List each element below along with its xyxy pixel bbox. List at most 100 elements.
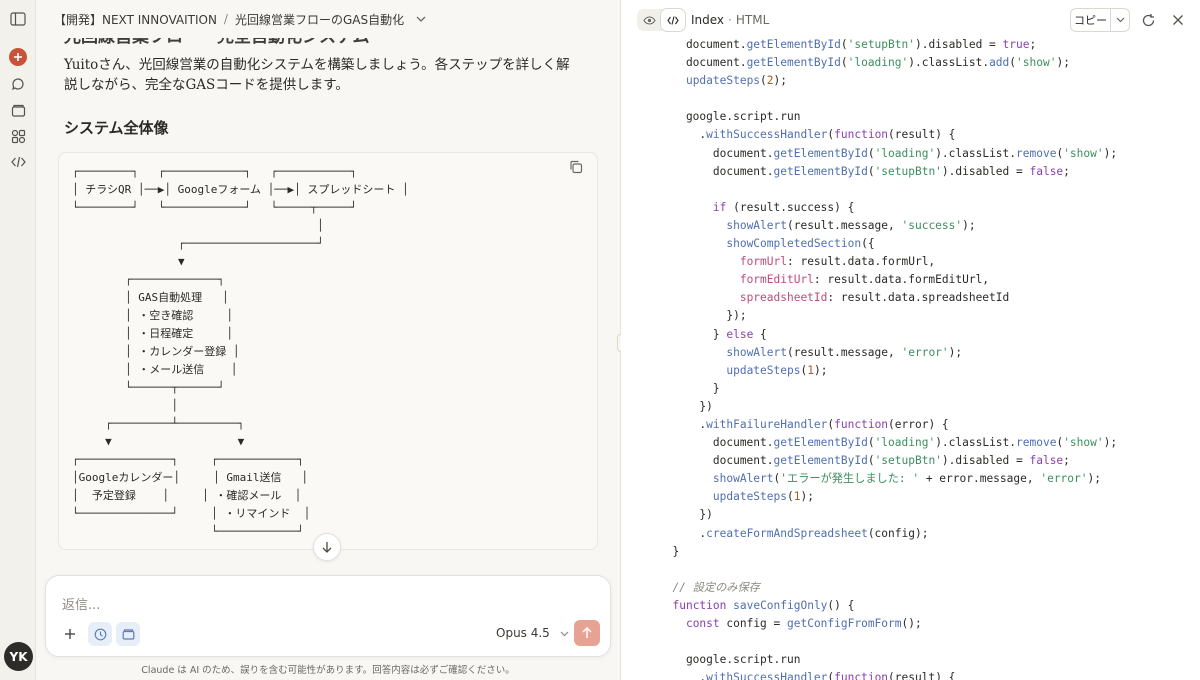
view-toggle[interactable] [637, 9, 685, 31]
diagram-line: ▼ ▼ [72, 435, 245, 448]
code-line: document.getElementById('setupBtn').disa… [659, 164, 1070, 178]
disclaimer: Claude は AI のため、誤りを含む可能性があります。回答内容は必ずご確認… [141, 665, 515, 676]
code-line: } [659, 544, 680, 558]
diagram-line: ┌──────────────┐ ┌────────────┐ [72, 453, 304, 466]
new-chat-icon[interactable] [9, 48, 27, 66]
diagram-code-block: ┌────────┐ ┌────────────┐ ┌───────────┐ │… [58, 152, 598, 550]
diagram-line: ┌─────────────┐ [72, 273, 225, 286]
code-line: showAlert('エラーが発生しました: ' + error.message… [712, 472, 1101, 486]
code-line: if (result.success) { [712, 200, 855, 214]
copy-options-chevron-icon[interactable] [1111, 9, 1129, 31]
diagram-line: │Googleカレンダー│ │ Gmail送信 │ [72, 471, 308, 484]
breadcrumb-project[interactable]: 【開発】NEXT INNOVAITION [54, 12, 217, 27]
add-icon[interactable] [58, 622, 82, 646]
chat-column: 【開発】NEXT INNOVAITION / 光回線営業フローのGAS自動化 光… [36, 0, 620, 680]
code-line: } else { [659, 327, 767, 341]
diagram-line: └──────────────┘ │ ・リマインド │ [72, 507, 311, 520]
reload-icon[interactable] [1139, 11, 1157, 29]
diagram-line: │ GAS自動処理 │ [72, 291, 229, 304]
clock-icon[interactable] [88, 622, 112, 646]
chat-header: 【開発】NEXT INNOVAITION / 光回線営業フローのGAS自動化 [36, 0, 620, 38]
model-selector[interactable]: Opus 4.5 [496, 626, 569, 640]
code-line: formEditUrl: result.data.formEditUrl, [739, 273, 990, 287]
code-line: function saveConfigOnly() { [672, 598, 855, 612]
code-line: document.getElementById('setupBtn').disa… [659, 454, 1070, 468]
code-text: document.getElementById('setupBtn').disa… [659, 36, 1117, 680]
copy-button[interactable]: コピー [1071, 9, 1111, 31]
code-line: google.script.run [659, 653, 801, 667]
code-line: } [659, 381, 720, 395]
diagram-text: ┌────────┐ ┌────────────┐ ┌───────────┐ │… [72, 163, 409, 541]
diagram-line: └──────┬──────┘ [72, 381, 225, 394]
artifacts-icon[interactable] [8, 126, 28, 146]
code-line: document.getElementById('loading').class… [659, 436, 1118, 450]
code-line: const config = getConfigFromForm(); [685, 617, 922, 630]
code-line: .withSuccessHandler(function(result) { [659, 671, 956, 680]
diagram-line: │ ・カレンダー登録 │ [72, 345, 240, 358]
section-title: システム全体像 [64, 119, 169, 137]
code-line: document.getElementById('loading').class… [659, 56, 1070, 70]
code-line: updateSteps(1); [712, 490, 814, 504]
code-line: }) [659, 399, 713, 413]
diagram-line: └────────────┘ [72, 525, 304, 538]
code-view-icon[interactable] [661, 9, 685, 31]
code-icon[interactable] [8, 152, 28, 172]
code-line: .withSuccessHandler(function(result) { [659, 128, 956, 142]
diagram-line: ┌─────────┴─────────┐ [72, 417, 245, 430]
code-line: formUrl: result.data.formUrl, [739, 255, 936, 269]
projects-icon[interactable] [8, 100, 28, 120]
response-heading: 光回線営業フロー 完全自動化システム [64, 38, 370, 47]
artifact-header: Index·HTML コピー [621, 0, 1200, 40]
code-line: }) [659, 508, 713, 522]
code-line: }); [659, 309, 747, 323]
code-line: // 設定のみ保存 [672, 580, 760, 594]
arrow-down-icon [322, 542, 332, 553]
artifact-name: Index [691, 13, 725, 27]
code-line: spreadsheetId: result.data.spreadsheetId [739, 291, 1010, 305]
arrow-up-icon [582, 627, 592, 638]
code-line: updateSteps(2); [685, 74, 788, 88]
code-line: showAlert(result.message, 'success'); [726, 218, 976, 232]
diagram-line: └────────┘ └────────────┘ └─────┬─────┘ [72, 201, 357, 214]
artifact-panel: Index·HTML コピー document.getElementById('… [621, 0, 1200, 680]
code-view[interactable]: document.getElementById('setupBtn').disa… [621, 36, 1200, 680]
scroll-down-button[interactable] [313, 533, 341, 561]
copy-button-group: コピー [1070, 8, 1130, 32]
project-box-icon[interactable] [116, 622, 140, 646]
copy-icon[interactable] [569, 159, 585, 175]
intro-paragraph: Yuitoさん、光回線営業の自動化システムを構築しましょう。各ステップを詳しく解… [64, 57, 570, 93]
avatar[interactable]: YK [4, 642, 33, 671]
code-line: google.script.run [659, 110, 801, 124]
model-label: Opus 4.5 [496, 626, 550, 640]
code-line: updateSteps(1); [726, 363, 828, 377]
diagram-line: ┌────────┐ ┌────────────┐ ┌───────────┐ [72, 165, 357, 178]
code-line [659, 561, 1117, 579]
diagram-line: │ ・日程確定 │ [72, 327, 233, 340]
chats-icon[interactable] [8, 74, 28, 94]
chevron-down-icon[interactable] [416, 14, 426, 25]
reply-composer[interactable]: 返信... Opus 4.5 [45, 575, 611, 657]
diagram-line: ┌────────────────────┘ [72, 237, 324, 250]
chevron-down-icon [560, 630, 569, 640]
diagram-line: │ ・空き確認 │ [72, 309, 233, 322]
preview-eye-icon[interactable] [637, 9, 661, 31]
code-line: showAlert(result.message, 'error'); [726, 345, 963, 359]
diagram-line: │ 予定登録 │ │ ・確認メール │ [72, 489, 302, 502]
code-line [659, 181, 1117, 199]
reply-input[interactable]: 返信... [62, 598, 101, 613]
send-button[interactable] [574, 620, 600, 646]
code-line: showCompletedSection({ [726, 237, 875, 251]
diagram-line: │ [72, 399, 178, 412]
chat-title[interactable]: 光回線営業フローのGAS自動化 [234, 12, 405, 27]
sidebar-toggle-icon[interactable] [8, 9, 28, 29]
diagram-line: │ [72, 219, 324, 232]
artifact-type: HTML [735, 13, 770, 27]
breadcrumb-separator: / [223, 12, 228, 26]
diagram-line: │ チラシQR │──▶│ Googleフォーム │──▶│ スプレッドシート … [72, 183, 409, 196]
code-line: document.getElementById('loading').class… [659, 146, 1118, 160]
code-line: .withFailureHandler(function(error) { [659, 417, 949, 431]
code-line: document.getElementById('setupBtn').disa… [659, 38, 1037, 51]
close-icon[interactable] [1169, 11, 1187, 29]
code-line [659, 90, 1117, 108]
code-line: .createFormAndSpreadsheet(config); [659, 526, 929, 540]
